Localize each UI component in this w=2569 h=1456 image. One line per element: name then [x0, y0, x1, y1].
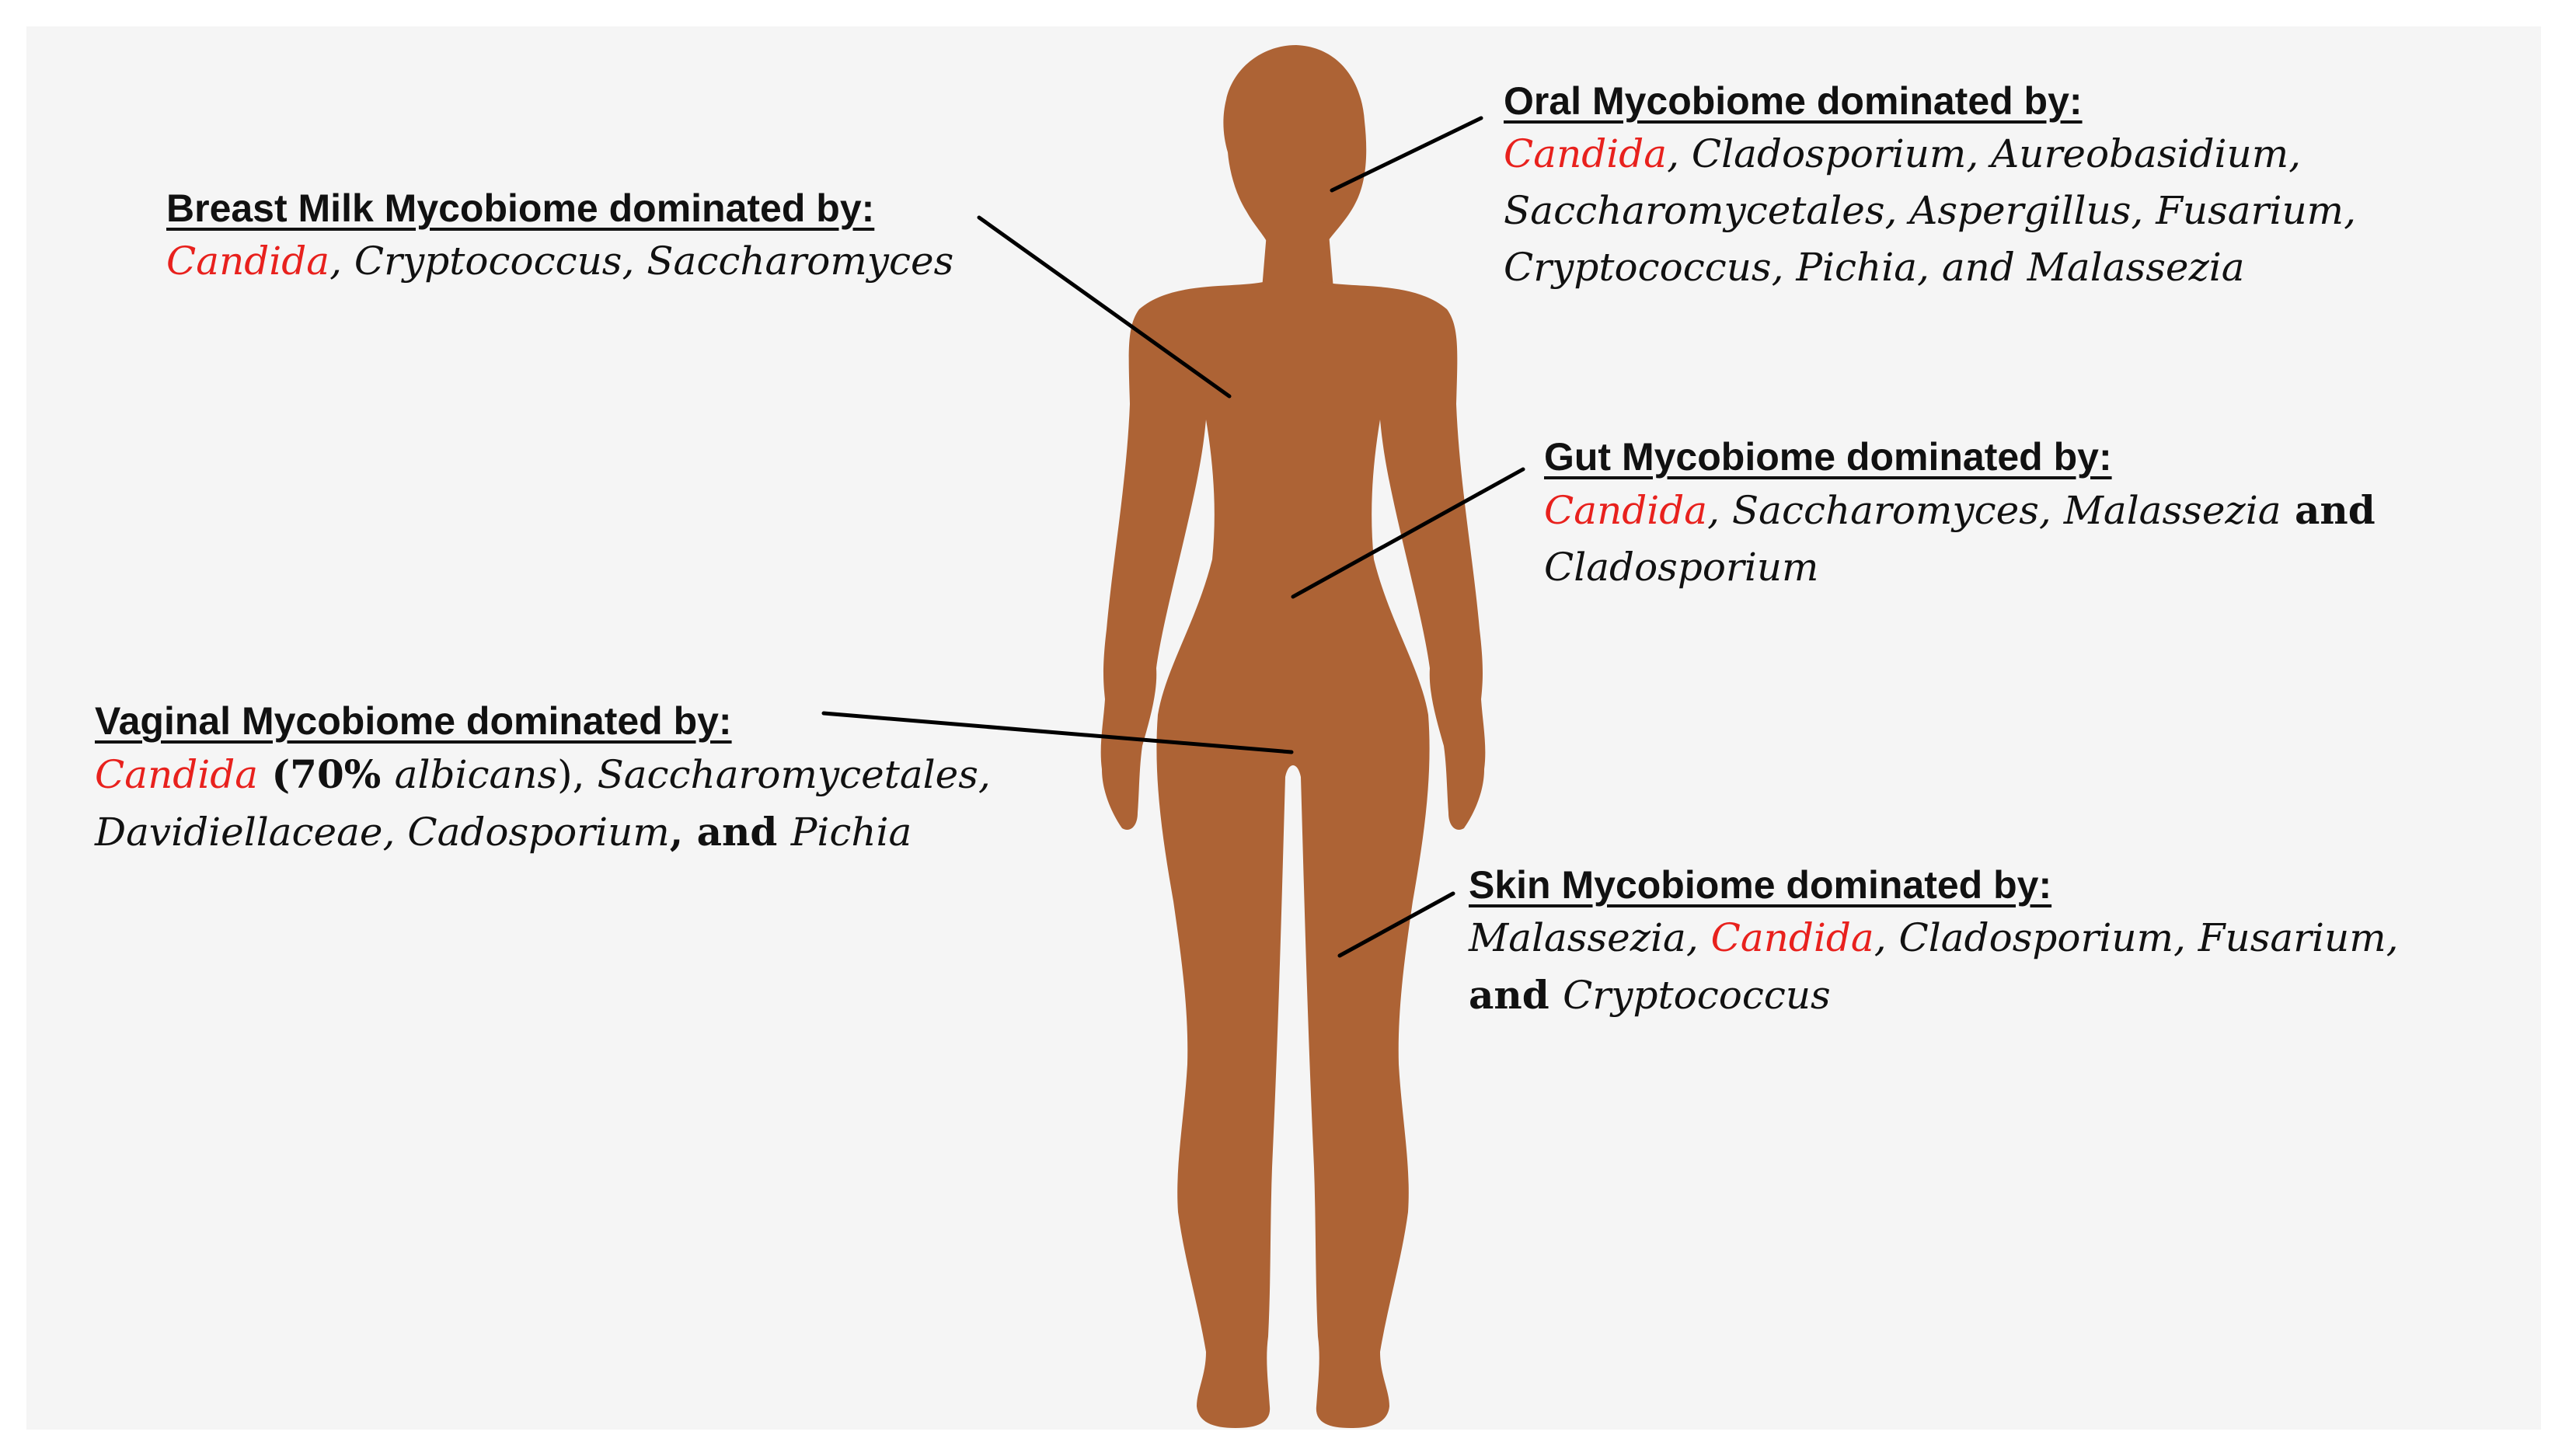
gut-heading: Gut Mycobiome dominated by: [1544, 435, 2112, 479]
genus-malassezia: Malassezia [2027, 245, 2245, 290]
separator: , [2288, 131, 2302, 176]
oral-line-2: Saccharomycetales, Aspergillus, Fusarium… [1504, 183, 2356, 239]
vaginal-heading: Vaginal Mycobiome dominated by: [95, 699, 732, 743]
oral-taxa: Candida, Cladosporium, Aureobasidium, Sa… [1504, 126, 2356, 296]
separator: , [329, 239, 354, 284]
species-albicans: albicans [394, 752, 558, 797]
separator: , [382, 810, 408, 855]
genus-aspergillus: Aspergillus [1909, 188, 2132, 233]
connector-vaginal [821, 711, 1294, 754]
separator: , [1966, 131, 1992, 176]
separator: , [2131, 188, 2156, 233]
conjunction: and [1469, 972, 1563, 1018]
separator: , [1707, 488, 1732, 533]
silhouette-head [1223, 45, 1367, 244]
genus-malassezia: Malassezia [2063, 488, 2281, 533]
genus-candida: Candida [166, 239, 330, 284]
genus-malassezia: Malassezia [1469, 915, 1686, 960]
separator: , [2038, 488, 2064, 533]
genus-cladosporium: Cladosporium [1691, 131, 1967, 176]
percentage-note: (70% [258, 751, 395, 797]
breast-milk-taxa: Candida, Cryptococcus, Saccharomyces [166, 233, 953, 290]
family-davidiellaceae: Davidiellaceae [95, 810, 383, 855]
skin-annotation: Skin Mycobiome dominated by: Malassezia,… [1469, 860, 2399, 1024]
gut-annotation: Gut Mycobiome dominated by: Candida, Sac… [1544, 432, 2376, 596]
genus-fusarium: Fusarium [2198, 915, 2386, 960]
genus-pichia: Pichia [790, 810, 912, 855]
gut-line-2: Cladosporium [1544, 539, 2376, 596]
separator: , [2386, 915, 2399, 960]
separator: , [2344, 188, 2356, 233]
separator: , [622, 239, 647, 284]
genus-aureobasidium: Aureobasidium [1991, 131, 2289, 176]
separator: , and [1917, 245, 2027, 290]
genus-cryptococcus: Cryptococcus [354, 239, 622, 284]
skin-heading: Skin Mycobiome dominated by: [1469, 863, 2052, 907]
genus-cadosporium: Cadosporium [407, 810, 670, 855]
genus-fusarium: Fusarium [2156, 188, 2344, 233]
oral-annotation: Oral Mycobiome dominated by: Candida, Cl… [1504, 76, 2356, 296]
genus-cladosporium: Cladosporium [1898, 915, 2173, 960]
oral-line-3: Cryptococcus, Pichia, and Malassezia [1504, 239, 2356, 296]
oral-line-1: Candida, Cladosporium, Aureobasidium, [1504, 126, 2356, 183]
genus-candida: Candida [1710, 915, 1874, 960]
connector-breast-milk [977, 215, 1232, 399]
breast-milk-annotation: Breast Milk Mycobiome dominated by: Cand… [166, 183, 953, 290]
genus-cryptococcus: Cryptococcus [1504, 245, 1772, 290]
vaginal-line-1: Candida (70% albicans), Saccharomycetale… [95, 746, 991, 803]
vaginal-taxa: Candida (70% albicans), Saccharomycetale… [95, 746, 991, 861]
genus-saccharomyces: Saccharomyces [647, 239, 954, 284]
skin-line-2: and Cryptococcus [1469, 967, 2399, 1024]
connector-oral [1330, 116, 1483, 193]
connector-skin [1337, 891, 1455, 958]
genus-cryptococcus: Cryptococcus [1563, 973, 1831, 1018]
separator: , [1884, 188, 1910, 233]
conjunction: and [2281, 487, 2376, 533]
oral-heading: Oral Mycobiome dominated by: [1504, 79, 2083, 123]
breast-milk-line-1: Candida, Cryptococcus, Saccharomyces [166, 233, 953, 290]
genus-candida: Candida [95, 752, 259, 797]
skin-taxa: Malassezia, Candida, Cladosporium, Fusar… [1469, 910, 2399, 1024]
connector-lines [821, 116, 1525, 958]
separator: , [978, 752, 991, 797]
separator: ), [557, 752, 598, 797]
silhouette-neck [1262, 233, 1333, 289]
conjunction: , and [669, 809, 791, 855]
genus-saccharomyces: Saccharomyces [1731, 488, 2039, 533]
separator: , [2173, 915, 2198, 960]
genus-candida: Candida [1544, 488, 1708, 533]
order-saccharomycetales: Saccharomycetales [597, 752, 978, 797]
genus-candida: Candida [1504, 131, 1668, 176]
gut-line-1: Candida, Saccharomyces, Malassezia and [1544, 482, 2376, 539]
order-saccharomycetales: Saccharomycetales [1504, 188, 1885, 233]
separator: , [1685, 915, 1711, 960]
vaginal-annotation: Vaginal Mycobiome dominated by: Candida … [95, 696, 991, 861]
separator: , [1667, 131, 1692, 176]
vaginal-line-2: Davidiellaceae, Cadosporium, and Pichia [95, 803, 991, 861]
genus-cladosporium: Cladosporium [1544, 545, 1819, 590]
separator: , [1771, 245, 1797, 290]
gut-taxa: Candida, Saccharomyces, Malassezia and C… [1544, 482, 2376, 596]
separator: , [1874, 915, 1899, 960]
skin-line-1: Malassezia, Candida, Cladosporium, Fusar… [1469, 910, 2399, 967]
genus-pichia: Pichia [1796, 245, 1918, 290]
human-silhouette-icon [1100, 45, 1486, 1428]
breast-milk-heading: Breast Milk Mycobiome dominated by: [166, 186, 875, 230]
silhouette-body [1100, 281, 1486, 1428]
connector-gut [1291, 467, 1525, 599]
